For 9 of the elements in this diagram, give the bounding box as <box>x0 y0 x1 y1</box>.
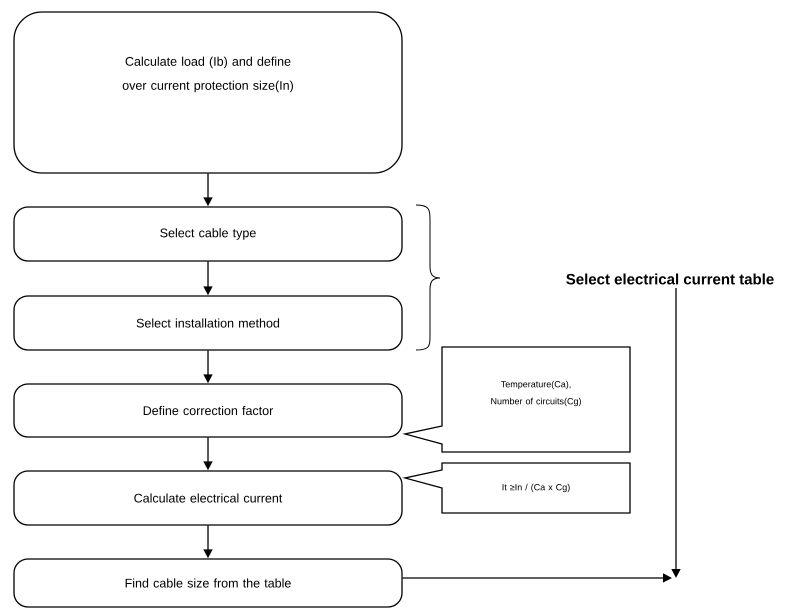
process-box: Select cable type <box>13 206 403 262</box>
callout-box: Temperature(Ca), Number of circuits(Cg) <box>402 346 631 453</box>
process-box: Calculate electrical current <box>13 470 403 526</box>
process-box: Define correction factor <box>13 383 403 438</box>
process-box: Calculate load (Ib) and define over current protection size(In) <box>13 11 403 174</box>
process-box: Find cable size from the table <box>13 558 403 608</box>
group-label: Select electrical current table <box>566 273 774 284</box>
process-box: Select installation method <box>13 295 403 351</box>
callout-box: It ≥In / (Ca x Cg) <box>402 462 631 514</box>
